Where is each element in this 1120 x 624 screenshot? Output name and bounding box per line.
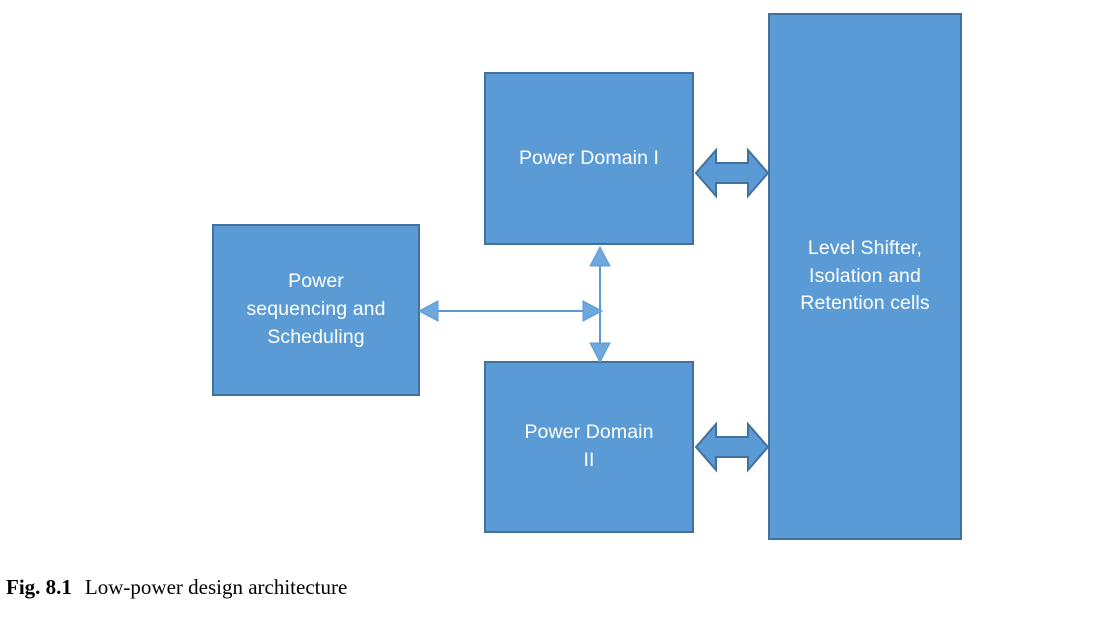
figure-caption-label: Fig. 8.1 bbox=[6, 575, 72, 599]
figure-caption: Fig. 8.1 Low-power design architecture bbox=[6, 575, 906, 600]
arrowhead-left-icon-sequencing bbox=[417, 300, 439, 322]
node-level-shifter-isolation-retention-cells: Level Shifter, Isolation and Retention c… bbox=[768, 13, 962, 540]
node-power-domain-1: Power Domain I bbox=[484, 72, 694, 245]
arrowhead-right-icon-domains bbox=[582, 300, 604, 322]
figure-caption-text: Low-power design architecture bbox=[84, 575, 348, 599]
node-power-domain-2: Power Domain II bbox=[484, 361, 694, 533]
block-double-arrow-icon-pd1-levelshifter bbox=[694, 147, 770, 199]
block-double-arrow-icon-pd2-levelshifter bbox=[694, 421, 770, 473]
arrowhead-down-icon-pd2 bbox=[589, 342, 611, 364]
figure-canvas: Power sequencing and Scheduling Power Do… bbox=[212, 13, 962, 540]
node-power-sequencing-and-scheduling: Power sequencing and Scheduling bbox=[212, 224, 420, 396]
arrowhead-up-icon-pd1 bbox=[589, 245, 611, 267]
